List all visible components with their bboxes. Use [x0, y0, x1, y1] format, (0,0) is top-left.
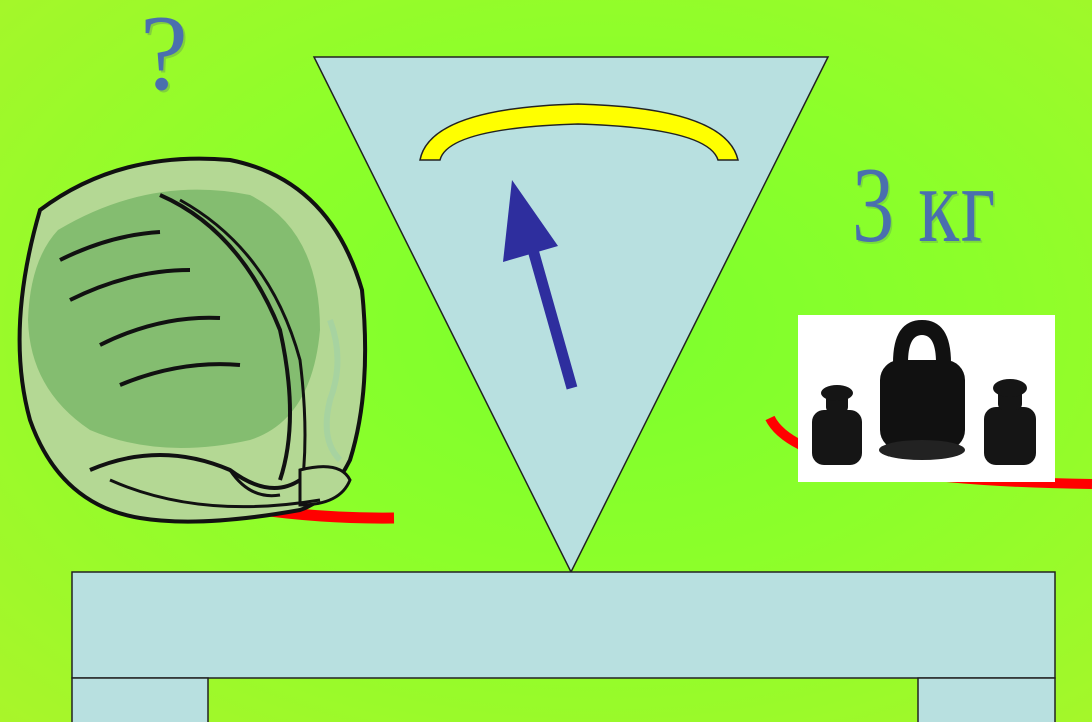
table-leg-right — [918, 678, 1055, 722]
unknown-weight-label: ? — [140, 0, 188, 108]
table-top — [72, 572, 1055, 678]
table-leg-left — [72, 678, 208, 722]
cabbage-icon — [20, 159, 366, 522]
scale-dial-body — [314, 57, 828, 572]
weights-photo — [798, 315, 1055, 482]
weights-icon — [798, 315, 1055, 482]
known-weight-label: 3 кг — [852, 152, 997, 260]
